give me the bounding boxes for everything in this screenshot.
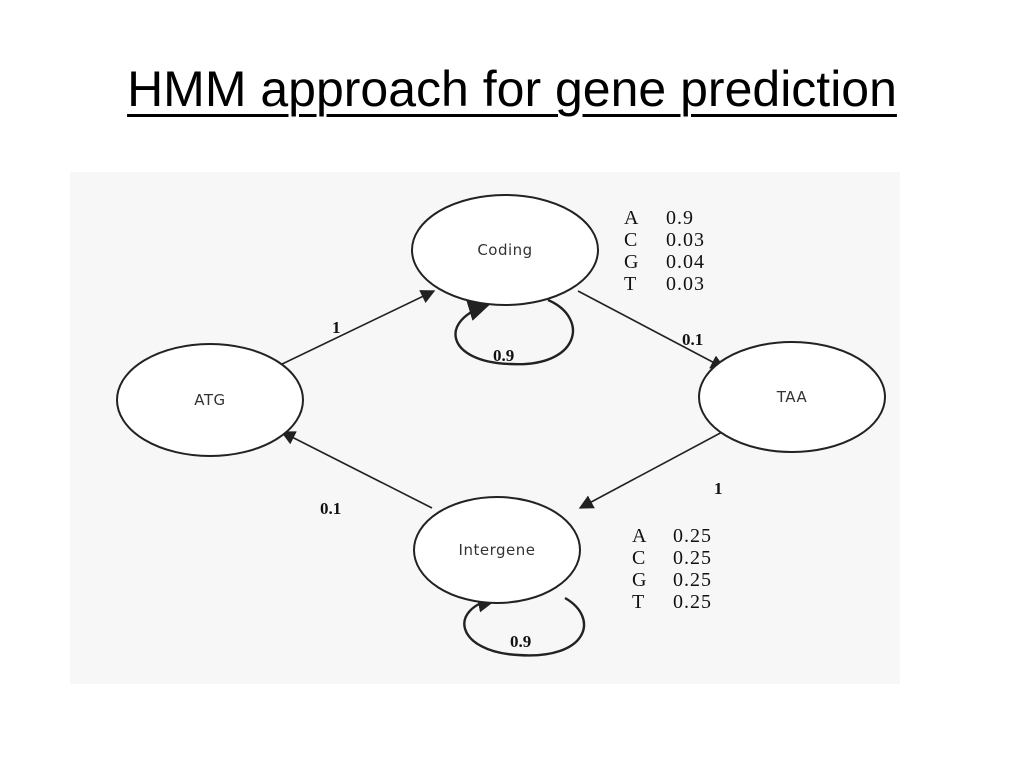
transition-coding-self-label: 0.9 bbox=[493, 346, 514, 365]
emission-coding-base: A bbox=[624, 207, 639, 229]
transition-taa-to-intergene-label: 1 bbox=[714, 479, 723, 498]
emission-coding-base: C bbox=[624, 229, 638, 251]
state-coding-label: Coding bbox=[477, 241, 532, 259]
emission-coding-base: G bbox=[624, 251, 639, 273]
emission-intergene-base: T bbox=[632, 591, 645, 613]
emission-intergene-prob: 0.25 bbox=[673, 525, 712, 547]
emission-table-coding: A 0.9 C 0.03 G 0.04 T 0.03 bbox=[624, 207, 705, 295]
state-coding bbox=[411, 194, 599, 306]
emission-coding-prob: 0.03 bbox=[666, 273, 705, 295]
state-atg bbox=[116, 343, 304, 457]
emission-table-intergene: A 0.25 C 0.25 G 0.25 T 0.25 bbox=[632, 525, 712, 613]
edge-atg-to-coding bbox=[277, 290, 436, 367]
state-taa bbox=[698, 341, 886, 453]
transition-intergene-self-label: 0.9 bbox=[510, 632, 531, 651]
state-taa-label: TAA bbox=[776, 388, 808, 406]
transition-coding-to-taa-label: 0.1 bbox=[682, 330, 703, 349]
emission-coding-prob: 0.04 bbox=[666, 251, 705, 273]
state-intergene-label: Intergene bbox=[459, 541, 536, 559]
self-loop-intergene bbox=[463, 591, 586, 657]
emission-intergene-prob: 0.25 bbox=[673, 547, 712, 569]
emission-intergene-base: A bbox=[632, 525, 647, 547]
emission-intergene-base: C bbox=[632, 547, 646, 569]
state-atg-label: ATG bbox=[194, 391, 225, 409]
emission-intergene-prob: 0.25 bbox=[673, 569, 712, 591]
transition-atg-to-coding-label: 1 bbox=[332, 318, 341, 337]
emission-coding-base: T bbox=[624, 273, 637, 295]
transition-intergene-to-atg-label: 0.1 bbox=[320, 499, 341, 518]
emission-coding-prob: 0.9 bbox=[666, 207, 694, 229]
emission-intergene-base: G bbox=[632, 569, 647, 591]
edge-intergene-to-atg bbox=[280, 431, 433, 509]
self-loop-coding bbox=[454, 298, 575, 366]
slide-title: HMM approach for gene prediction bbox=[127, 61, 897, 117]
edge-coding-to-taa bbox=[577, 290, 726, 369]
edge-taa-to-intergene bbox=[578, 429, 727, 509]
emission-coding-prob: 0.03 bbox=[666, 229, 705, 251]
state-intergene bbox=[413, 496, 581, 604]
emission-intergene-prob: 0.25 bbox=[673, 591, 712, 613]
